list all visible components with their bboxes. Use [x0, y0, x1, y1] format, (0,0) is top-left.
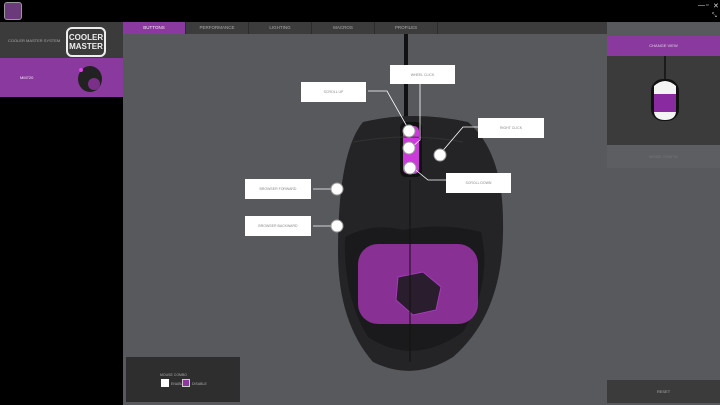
tab-macros[interactable]: MACROS [312, 22, 375, 34]
reset-button[interactable]: RESET [607, 380, 720, 403]
disable-label: DISABLE [192, 382, 207, 386]
mouse-bottom-view [651, 56, 679, 121]
tab-buttons[interactable]: BUTTONS [123, 22, 186, 34]
scroll-down-button[interactable]: SCROLL DOWN [446, 173, 511, 193]
browser-forward-button[interactable]: BROWSER FORWARD [245, 179, 311, 199]
sidebar-item-mm720[interactable]: MM720 [0, 58, 123, 97]
tab-performance[interactable]: PERFORMANCE [186, 22, 249, 34]
browser-backward-button[interactable]: BROWSER BACKWARD [245, 216, 311, 236]
right-click-button[interactable]: RIGHT CLICK [478, 118, 544, 138]
brand-label: COOLER MASTER SYSTEM [8, 38, 61, 43]
tab-bar: BUTTONS PERFORMANCE LIGHTING MACROS PROF… [123, 22, 607, 34]
device-label: MM720 [20, 75, 34, 80]
app-icon [4, 2, 22, 20]
minimize-button[interactable]: — [698, 2, 705, 9]
enable-checkbox[interactable] [161, 379, 169, 387]
maximize-button[interactable]: ▫ [706, 2, 709, 9]
restore-icon[interactable]: ⤡ [712, 13, 717, 19]
mouse-thumbnail [78, 66, 102, 92]
tab-profiles[interactable]: PROFILES [375, 22, 438, 34]
disable-checkbox[interactable] [182, 379, 190, 387]
mouse-combo-title: MOUSE COMBO [160, 373, 188, 377]
mode-config-button[interactable]: MODE CONFIG [607, 145, 720, 168]
enable-label: ENABLE [171, 382, 185, 386]
mouse-image [313, 34, 504, 371]
close-button[interactable]: ✕ [713, 3, 719, 10]
mouse-preview [607, 56, 720, 145]
title-bar [0, 0, 720, 22]
scroll-up-button[interactable]: SCROLL UP [301, 82, 366, 102]
wheel-click-button[interactable]: WHEEL CLICK [390, 65, 455, 84]
mouse-combo-panel: MOUSE COMBO ENABLE DISABLE [126, 357, 240, 402]
change-view-button[interactable]: CHANGE VIEW [607, 36, 720, 56]
tab-lighting[interactable]: LIGHTING [249, 22, 312, 34]
